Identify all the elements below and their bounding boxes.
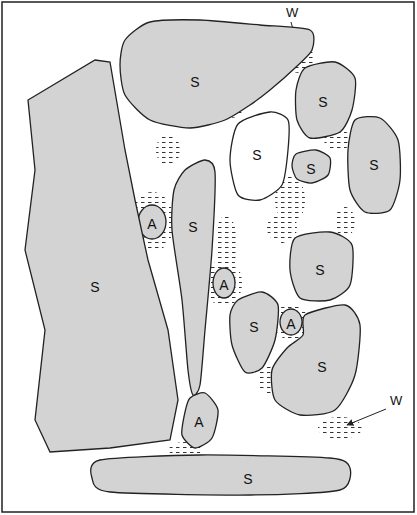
- soil-particle: A: [182, 393, 218, 448]
- particle-outline: [25, 60, 178, 452]
- particle-shape: [271, 305, 360, 415]
- air-label: A: [286, 317, 295, 331]
- soil-particle: S: [230, 292, 278, 372]
- particle-shape: [280, 309, 302, 335]
- particle-shape: [182, 393, 218, 448]
- particle-shape: [213, 268, 235, 298]
- particle-label: S: [90, 280, 99, 294]
- particle-shape: [348, 117, 401, 214]
- soil-particle: S: [172, 160, 215, 395]
- particle-shape: [172, 160, 215, 395]
- particle-outline: [272, 305, 360, 415]
- soil-particle: S: [230, 112, 288, 200]
- soil-particle: S: [25, 60, 178, 452]
- particle-shape: [295, 62, 355, 138]
- air-label: A: [147, 217, 156, 231]
- particle-label: S: [315, 263, 324, 277]
- particle-label: S: [252, 148, 261, 162]
- particle-outline: [120, 20, 312, 128]
- particle-shape: [292, 150, 331, 183]
- particle-shape: [120, 20, 314, 128]
- frame: [2, 2, 414, 512]
- particle-outline: [92, 455, 350, 495]
- soil-particle: S: [296, 62, 355, 138]
- soil-particle: S: [272, 305, 360, 415]
- soil-particle: S: [348, 118, 400, 212]
- soil-particle: S: [120, 20, 312, 128]
- particle-shape: [230, 292, 279, 373]
- particle-label: S: [188, 220, 197, 234]
- soil-particle: S: [290, 232, 352, 300]
- water-label: W: [286, 6, 298, 19]
- particle-label: S: [243, 472, 252, 486]
- particle-shape: [290, 232, 353, 301]
- air-pore: A: [280, 309, 302, 335]
- soil-particle: S: [92, 455, 350, 495]
- particle-shape: [91, 455, 351, 495]
- particle-label: A: [194, 415, 203, 429]
- particle-label: S: [306, 162, 315, 176]
- particle-outline: [172, 160, 215, 395]
- air-pore: A: [213, 268, 235, 298]
- soil-particle: S: [292, 150, 330, 183]
- particle-label: S: [249, 320, 258, 334]
- air-label: A: [219, 278, 228, 292]
- particle-label: S: [190, 75, 199, 89]
- particle-label: S: [317, 360, 326, 374]
- particle-shape: [25, 60, 178, 452]
- particle-label: S: [318, 95, 327, 109]
- particle-label: S: [369, 158, 378, 172]
- particle-shape: [230, 112, 289, 200]
- water-label: W: [390, 394, 402, 407]
